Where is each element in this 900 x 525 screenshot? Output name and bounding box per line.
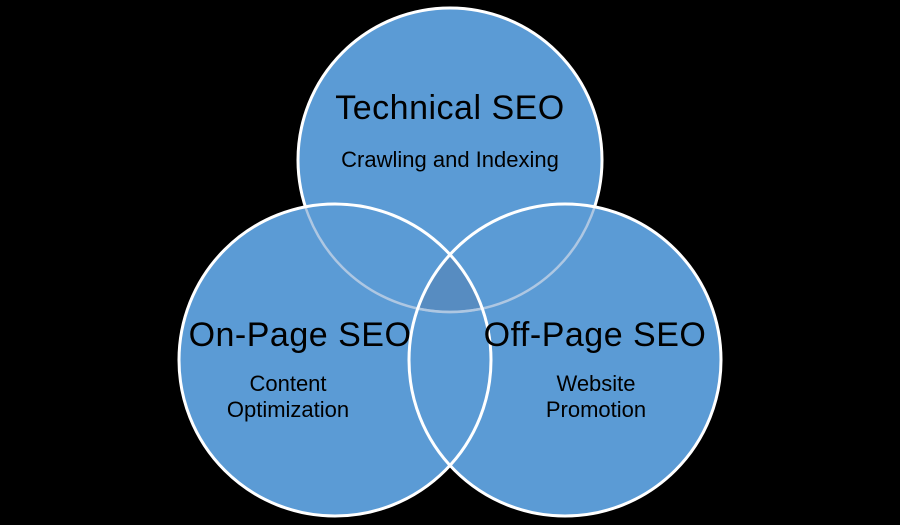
off-page-seo-circle-outline — [407, 202, 723, 518]
technical-seo-title: Technical SEO — [335, 88, 565, 127]
technical-seo-subtitle: Crawling and Indexing — [341, 147, 559, 173]
technical-circle-covered-edge-right — [409, 204, 604, 314]
on-page-seo-title: On-Page SEO — [188, 315, 412, 354]
off-page-seo-title: Off-Page SEO — [483, 315, 707, 354]
on-page-seo-circle — [179, 204, 491, 516]
off-page-seo-subtitle: Website Promotion — [545, 371, 647, 422]
on-page-seo-circle-outline — [177, 202, 493, 518]
on-page-seo-subtitle: Content Optimization — [226, 371, 350, 422]
off-page-seo-circle — [409, 204, 721, 516]
